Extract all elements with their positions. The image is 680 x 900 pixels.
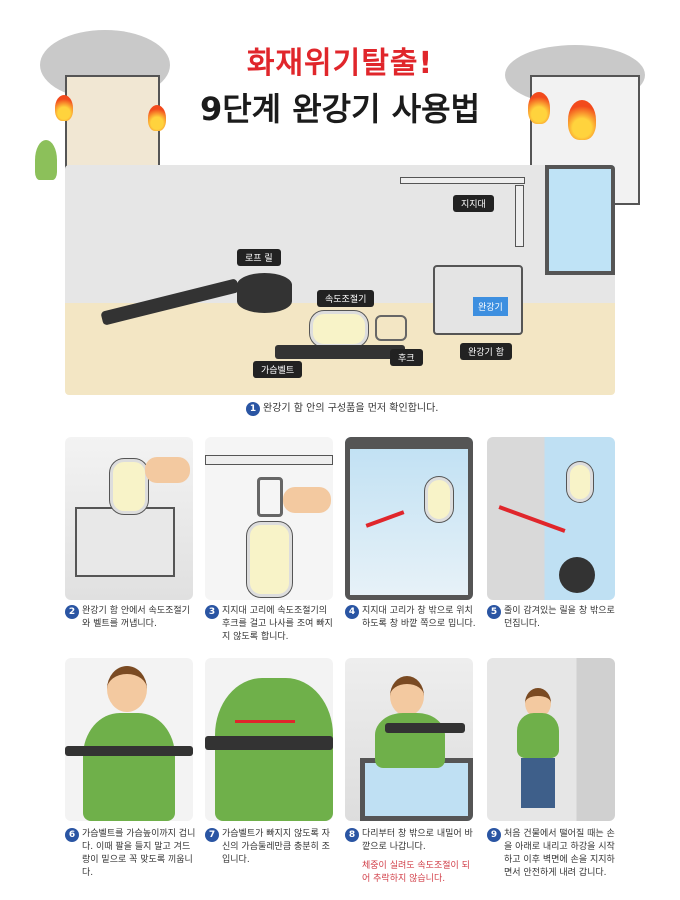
step-number: 6 — [65, 828, 79, 842]
label-speed-controller: 속도조절기 — [317, 290, 375, 307]
person-body — [375, 713, 445, 768]
support-arm — [400, 177, 525, 184]
arrow-icon — [498, 505, 566, 533]
building-left — [65, 75, 160, 170]
hook — [375, 315, 407, 341]
step-2-illustration — [65, 437, 193, 600]
step-6-illustration — [65, 658, 193, 821]
speed-controller — [310, 311, 368, 347]
box-label: 완강기 — [473, 297, 508, 316]
speed-controller — [110, 459, 148, 514]
label-support: 지지대 — [453, 195, 494, 212]
step-text: 지지대 고리가 창 밖으로 위치하도록 창 바깥 쪽으로 밉니다. — [362, 606, 476, 629]
chest-belt — [275, 345, 405, 359]
step-text: 처음 건물에서 떨어질 때는 손을 아래로 내리고 하강을 시작하고 이후 벽면… — [504, 829, 615, 878]
fire-icon — [148, 105, 166, 131]
fire-icon — [55, 95, 73, 121]
components-illustration: 지지대 로프 릴 속도조절기 후크 가슴벨트 완강기 완강기 함 — [65, 165, 615, 395]
step-5-illustration — [487, 437, 615, 600]
step-text: 지지대 고리에 속도조절기의 후크를 걸고 나사를 조여 빠지지 않도록 합니다… — [222, 606, 333, 642]
descender-box — [75, 507, 175, 577]
hand — [283, 487, 331, 513]
step-9-illustration — [487, 658, 615, 821]
rope-reel — [559, 557, 595, 593]
window — [545, 165, 615, 275]
hand — [145, 457, 190, 483]
speed-controller — [567, 462, 593, 502]
arrow-icon — [235, 720, 295, 723]
step-number: 4 — [345, 605, 359, 619]
step-text: 줄이 감겨있는 릴을 창 밖으로 던집니다. — [504, 606, 615, 629]
step-number: 9 — [487, 828, 501, 842]
step-number: 2 — [65, 605, 79, 619]
support-arm — [205, 455, 333, 465]
step-text: 가슴벨트가 빠지지 않도록 자신의 가슴둘레만큼 충분히 조입니다. — [222, 829, 330, 865]
step-4-illustration — [345, 437, 473, 600]
person-body — [83, 713, 175, 821]
step-7-illustration — [205, 658, 333, 821]
person-head — [390, 676, 424, 716]
title-red: 화재위기탈출! — [246, 46, 434, 81]
step-1-caption: 1 완강기 함 안의 구성품을 먼저 확인합니다. — [246, 402, 438, 416]
strap — [100, 278, 240, 326]
label-hook: 후크 — [390, 349, 423, 366]
speed-controller — [247, 522, 292, 597]
fire-icon — [528, 92, 550, 124]
step-text: 가슴벨트를 가슴높이까지 겁니다. 이때 팔을 들지 말고 겨드랑이 밑으로 꼭… — [82, 829, 196, 878]
step-text: 완강기 함 안의 구성품을 먼저 확인합니다. — [263, 403, 439, 414]
label-rope-reel: 로프 릴 — [237, 249, 281, 266]
step-8-note: 체중이 실려도 속도조절이 되어 추락하지 않습니다. — [362, 861, 470, 884]
page-title: 9단계 완강기 사용법 — [199, 90, 481, 128]
tree-icon — [35, 140, 57, 180]
window-frame — [345, 437, 473, 600]
chest-belt — [385, 723, 465, 733]
step-number: 8 — [345, 828, 359, 842]
fire-icon — [568, 100, 596, 140]
step-number: 7 — [205, 828, 219, 842]
step-text: 완강기 함 안에서 속도조절기와 벨트를 꺼냅니다. — [82, 606, 190, 629]
person-legs — [521, 758, 555, 808]
chest-belt — [65, 746, 193, 756]
step-8-illustration — [345, 658, 473, 821]
step-number: 5 — [487, 605, 501, 619]
label-box: 완강기 함 — [460, 343, 512, 360]
support-arm — [515, 185, 524, 247]
step-number: 1 — [246, 402, 260, 416]
chest-belt — [205, 736, 333, 750]
descender-box: 완강기 — [433, 265, 523, 335]
hook — [257, 477, 283, 517]
step-text: 다리부터 창 밖으로 내밀어 바깥으로 나갑니다. — [362, 829, 473, 852]
speed-controller — [425, 477, 453, 522]
rope-reel — [237, 273, 292, 313]
person-body — [517, 713, 559, 758]
label-chest-belt: 가슴벨트 — [253, 361, 303, 378]
step-3-illustration — [205, 437, 333, 600]
person-head — [107, 666, 147, 712]
step-number: 3 — [205, 605, 219, 619]
